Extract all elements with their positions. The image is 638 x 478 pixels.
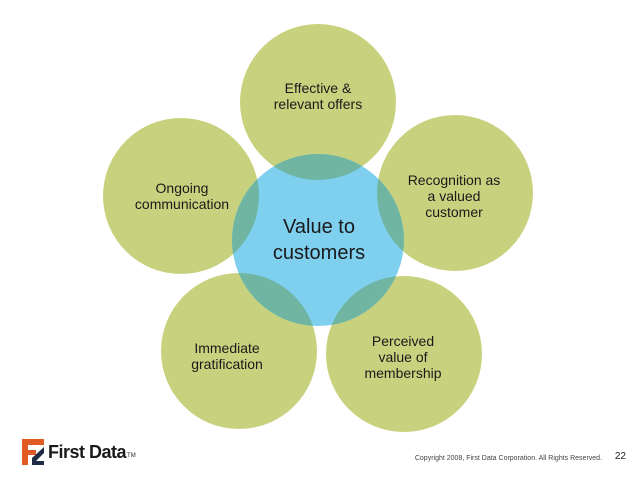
petal-bottom-right: [326, 276, 482, 432]
logo-text: First Data: [48, 441, 127, 462]
logo-trademark: TM: [127, 453, 136, 459]
petal-left: [103, 118, 259, 274]
center-label: Value to customers: [272, 216, 366, 264]
petal-label-right: Recognition as a valued customer: [407, 172, 501, 220]
petal-label-left: Ongoing communication: [134, 180, 230, 212]
petal-label-top: Effective & relevant offers: [273, 80, 363, 112]
first-data-logo: First Data TM: [22, 438, 136, 466]
petal-top: [240, 24, 396, 180]
petal-label-bottom-right: Perceived value of membership: [364, 333, 442, 381]
page-number: 22: [614, 451, 626, 462]
copyright-text: Copyright 2008, First Data Corporation. …: [414, 455, 602, 462]
first-data-logo-icon: [22, 439, 44, 465]
overlap-bottom-left: [232, 273, 317, 326]
petal-label-bottom-left: Immediate gratification: [191, 340, 263, 372]
petal-right: [377, 115, 533, 271]
